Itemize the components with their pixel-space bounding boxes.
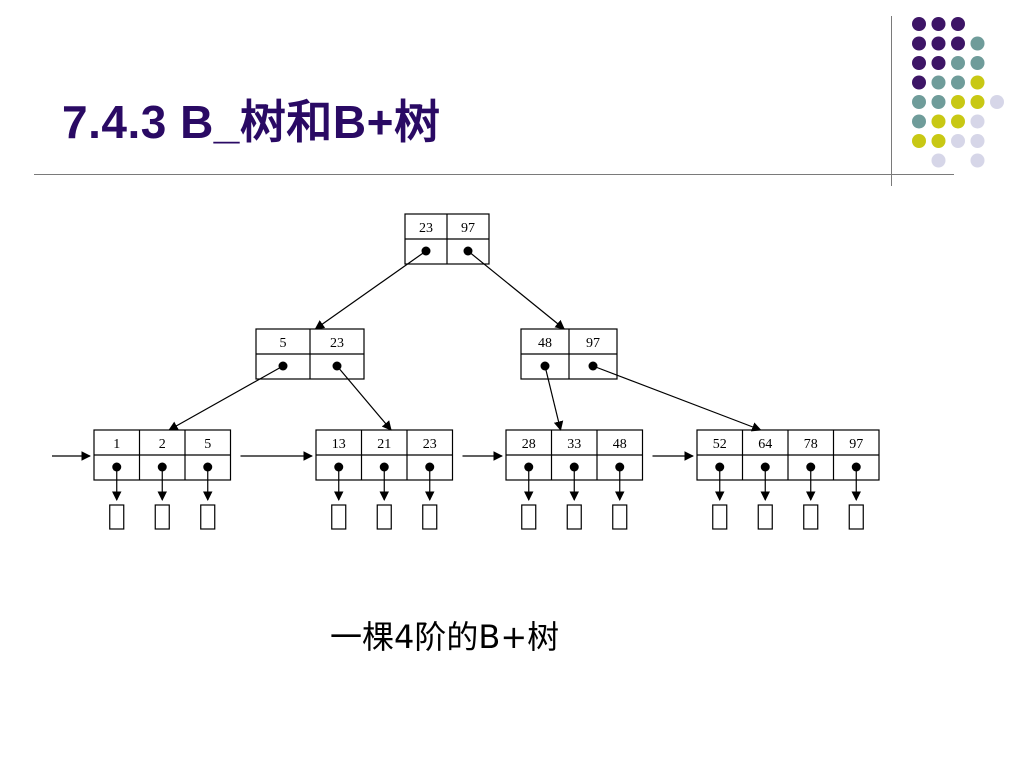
- decorative-dot: [951, 75, 965, 90]
- decorative-dot: [970, 56, 985, 70]
- node-to-leaf-arrow: [544, 365, 564, 431]
- decorative-dot: [912, 17, 926, 31]
- internal-node-left-key: 5: [280, 336, 287, 351]
- record-box: [521, 504, 537, 530]
- slide-title: 7.4.3 B_树和B+树: [62, 96, 441, 148]
- internal-node-left-key: 23: [330, 336, 344, 351]
- root-node-key: 97: [461, 221, 475, 236]
- decorative-dot: [970, 36, 985, 51]
- record-box: [803, 504, 819, 530]
- decorative-dot: [951, 95, 965, 109]
- record-box: [757, 504, 773, 530]
- leaf-node-4-key: 52: [713, 437, 727, 452]
- internal-node-right-key: 48: [538, 336, 552, 351]
- decorative-dot: [931, 153, 946, 168]
- internal-node-right: 48 97: [520, 328, 618, 380]
- leaf-node-1-key: 1: [113, 437, 120, 452]
- decorative-dot: [931, 95, 946, 109]
- decorative-dot: [931, 36, 946, 51]
- leaf-node-3-key: 33: [567, 437, 581, 452]
- vertical-divider: [891, 16, 892, 186]
- decorative-dot: [951, 134, 965, 148]
- decorative-dot: [931, 56, 946, 70]
- decorative-dot: [931, 114, 946, 129]
- leaf-node-2-key: 23: [423, 437, 437, 452]
- internal-node-right-key: 97: [586, 336, 600, 351]
- decorative-dot: [970, 114, 985, 129]
- leaf-node-4-key: 78: [804, 437, 818, 452]
- leaf-node-2-key: 13: [332, 437, 346, 452]
- leaf-node-3-key: 28: [522, 437, 536, 452]
- record-box: [331, 504, 347, 530]
- record-box: [848, 504, 864, 530]
- decorative-dot: [951, 114, 965, 129]
- decorative-dot: [912, 95, 926, 109]
- root-to-left-arrow: [314, 250, 427, 330]
- node-to-leaf-arrow: [336, 365, 392, 431]
- decorative-dot: [970, 134, 985, 148]
- record-box: [566, 504, 582, 530]
- decorative-dot: [912, 114, 926, 129]
- decorative-dot: [912, 134, 926, 148]
- node-to-leaf-arrow: [592, 365, 762, 432]
- record-box: [612, 504, 628, 530]
- internal-node-left: 5 23: [255, 328, 365, 380]
- decorative-dot: [912, 75, 926, 90]
- decorative-dot: [970, 75, 985, 90]
- node-to-leaf-arrow: [168, 365, 284, 431]
- root-node-key: 23: [419, 221, 433, 236]
- record-box: [200, 504, 216, 530]
- decorative-dot: [970, 153, 985, 168]
- root-to-right-arrow: [467, 250, 565, 330]
- decorative-dot: [931, 75, 946, 90]
- leaf-node-2-key: 21: [377, 437, 391, 452]
- leaf-node-4-key: 97: [849, 437, 863, 452]
- decorative-dot: [970, 95, 985, 109]
- leaf-node-4: 52 64 78 97: [696, 429, 880, 481]
- decorative-dot: [912, 56, 926, 70]
- diagram-caption: 一棵4阶的B+树: [330, 618, 560, 656]
- title-divider: [34, 174, 954, 175]
- decorative-dot: [951, 56, 965, 70]
- record-box: [154, 504, 170, 530]
- decorative-dot: [931, 134, 946, 148]
- decorative-dot: [951, 17, 965, 31]
- leaf-node-1-key: 5: [204, 437, 211, 452]
- leaf-node-4-key: 64: [758, 437, 772, 452]
- leaf-node-1-key: 2: [159, 437, 166, 452]
- decorative-dot: [931, 17, 946, 31]
- leaf-node-3-key: 48: [613, 437, 627, 452]
- record-box: [712, 504, 728, 530]
- record-box: [376, 504, 392, 530]
- record-box: [422, 504, 438, 530]
- decorative-dot: [951, 36, 965, 51]
- decorative-dot: [990, 95, 1004, 109]
- record-box: [109, 504, 125, 530]
- decorative-dot-grid: [912, 17, 1004, 168]
- decorative-dot: [912, 36, 926, 51]
